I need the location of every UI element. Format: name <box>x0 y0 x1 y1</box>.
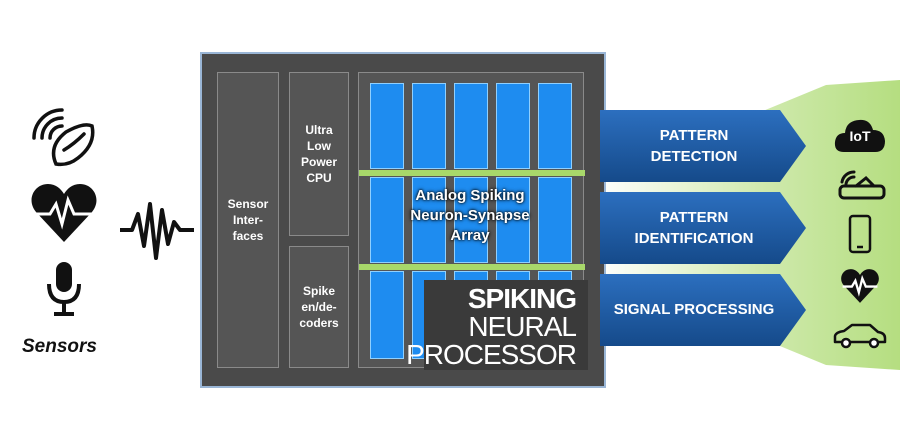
cpu-block: Ultra Low Power CPU <box>289 72 349 236</box>
array-cell <box>454 177 488 263</box>
heart-rate-icon <box>840 268 880 309</box>
output-label-detection: PATTERN DETECTION <box>650 127 738 165</box>
output-arrows <box>600 110 806 346</box>
sensor-interfaces-label: Sensor Inter- faces <box>227 197 269 243</box>
sensor-interfaces-block: Sensor Inter- faces <box>217 72 279 368</box>
logo-line-3: PROCESSOR <box>406 339 577 370</box>
output-label-identification: PATTERN IDENTIFICATION <box>634 209 754 247</box>
array-cell <box>370 177 404 263</box>
array-cell <box>496 83 530 169</box>
smartphone-icon <box>848 214 872 259</box>
car-icon <box>832 322 888 355</box>
output-label-signal: SIGNAL PROCESSING <box>613 301 775 318</box>
spike-codec-label: Spike en/de- coders <box>299 284 339 330</box>
pattern-detection-arrow <box>600 110 806 182</box>
microphone-icon <box>44 260 84 323</box>
heart-rate-icon <box>30 182 98 249</box>
array-cell <box>538 83 572 169</box>
pattern-identification-arrow <box>600 192 806 264</box>
array-cell <box>412 83 446 169</box>
array-cell <box>412 177 446 263</box>
array-title: Analog Spiking Neuron-Synapse Array <box>410 187 530 244</box>
array-cell <box>370 271 404 359</box>
nfc-signal-icon <box>26 104 98 177</box>
signal-waveform-icon <box>120 200 194 267</box>
sensors-label: Sensors <box>22 336 97 357</box>
array-cell <box>496 177 530 263</box>
contactless-payment-icon <box>836 168 888 207</box>
array-cell <box>538 177 572 263</box>
synapse-bus <box>359 264 585 270</box>
signal-processing-arrow <box>600 274 806 346</box>
logo-line-2: NEURAL <box>468 311 577 342</box>
iot-cloud-icon: IoT <box>834 116 886 159</box>
spiking-neural-processor-logo: SPIKING NEURAL PROCESSOR <box>406 280 588 370</box>
synapse-bus <box>359 170 585 176</box>
array-cell <box>454 83 488 169</box>
cpu-label: Ultra Low Power CPU <box>300 123 337 185</box>
iot-label: IoT <box>849 128 871 144</box>
spike-codec-block: Spike en/de- coders <box>289 246 349 368</box>
logo-line-1: SPIKING <box>467 283 577 314</box>
array-cell <box>370 83 404 169</box>
